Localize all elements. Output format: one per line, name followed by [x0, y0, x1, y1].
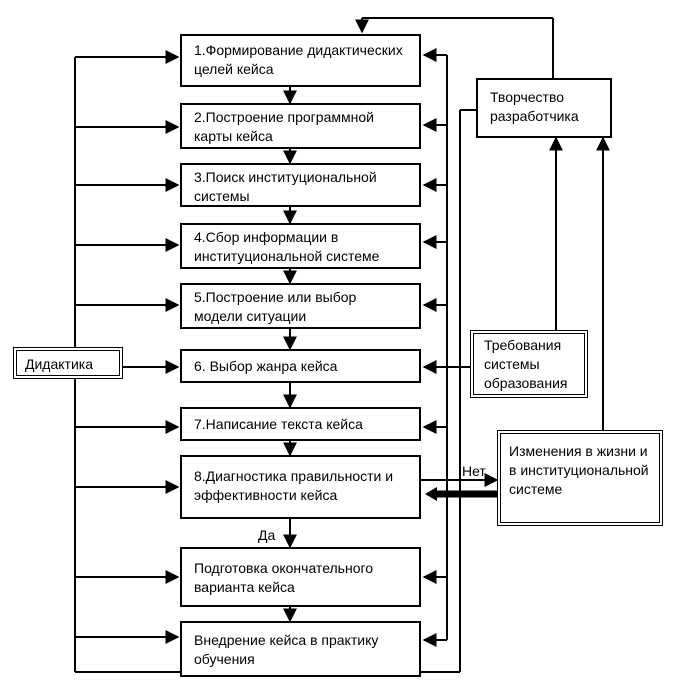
step-4-label: 4.Сбор информации в институциональной си…: [194, 229, 380, 264]
step-10-box: Внедрение кейса в практику обучения: [180, 621, 421, 677]
didactics-label: Дидактика: [25, 356, 93, 372]
step-7-label: 7.Написание текста кейса: [194, 416, 363, 432]
changes-label: Изменения в жизни и в институциональной …: [509, 443, 649, 497]
step-5-label: 5.Построение или выбор модели ситуации: [194, 289, 357, 324]
step-9-box: Подготовка окончательного варианта кейса: [180, 547, 421, 607]
didactics-box: Дидактика: [13, 347, 123, 379]
step-6-label: 6. Выбор жанра кейса: [194, 358, 338, 374]
step-6-box: 6. Выбор жанра кейса: [180, 349, 421, 383]
creativity-box: Творчество разработчика: [476, 78, 612, 138]
step-3-label: 3.Поиск институциональной системы: [194, 169, 377, 204]
step-3-box: 3.Поиск институциональной системы: [180, 163, 421, 207]
step-2-box: 2.Построение программной карты кейса: [180, 103, 421, 149]
step-5-box: 5.Построение или выбор модели ситуации: [180, 283, 421, 329]
no-label: Нет: [462, 463, 486, 479]
step-4-box: 4.Сбор информации в институциональной си…: [180, 223, 421, 269]
requirements-box: Требования системы образования: [470, 330, 588, 398]
step-7-box: 7.Написание текста кейса: [180, 407, 421, 441]
step-10-label: Внедрение кейса в практику обучения: [194, 632, 379, 667]
yes-label: Да: [258, 527, 276, 543]
step-8-box: 8.Диагностика правильности и эффективнос…: [180, 455, 421, 519]
step-8-label: 8.Диагностика правильности и эффективнос…: [194, 468, 394, 503]
step-2-label: 2.Построение программной карты кейса: [194, 109, 374, 144]
requirements-label: Требования системы образования: [484, 337, 568, 391]
step-9-label: Подготовка окончательного варианта кейса: [194, 560, 374, 595]
changes-box: Изменения в жизни и в институциональной …: [497, 430, 663, 526]
step-1-box: 1.Формирование дидактических целей кейса: [180, 34, 421, 87]
step-1-label: 1.Формирование дидактических целей кейса: [194, 42, 403, 77]
creativity-label: Творчество разработчика: [490, 89, 579, 124]
